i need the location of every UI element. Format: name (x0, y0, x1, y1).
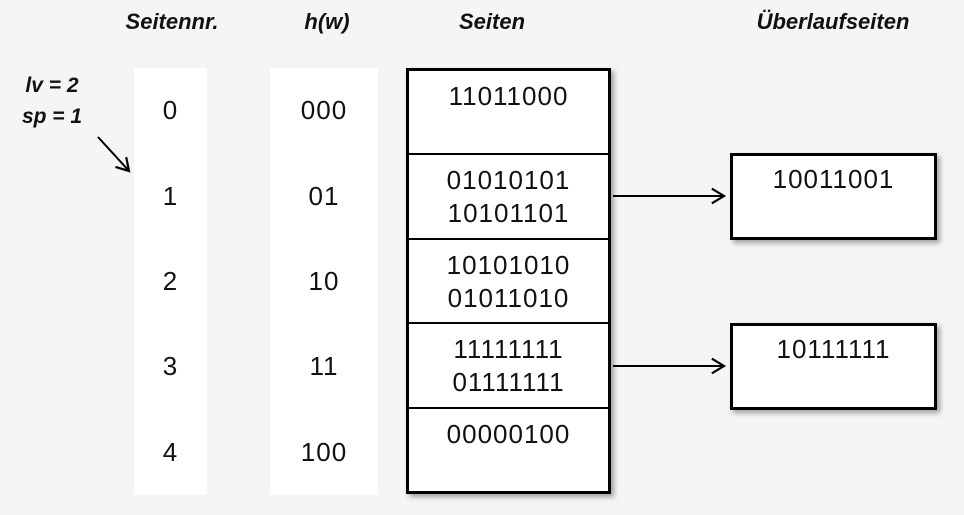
page-bucket-1: 01010101 10101101 (409, 155, 608, 240)
hw-value: 000 (300, 95, 348, 126)
split-pointer-arrow-icon (97, 136, 131, 173)
page-bucket-4: 00000100 (409, 409, 608, 491)
hw-value: 11 (309, 351, 339, 382)
record-value: 01010101 (446, 165, 571, 196)
column-header-seiten: Seiten (458, 9, 526, 34)
hw-column: 000 01 10 11 100 (270, 68, 378, 495)
seitennr-value: 3 (162, 351, 179, 382)
overflow-page-row3: 10111111 (730, 323, 937, 410)
seitennr-value: 1 (162, 180, 179, 211)
record-value: 01011010 (447, 282, 570, 313)
page-bucket-2: 10101010 01011010 (409, 240, 608, 325)
hw-value: 100 (300, 436, 348, 467)
page-bucket-0: 11011000 (409, 71, 608, 156)
record-value: 10101101 (447, 198, 570, 229)
record-value: 11111111 (453, 334, 564, 365)
hw-value: 10 (308, 266, 340, 297)
level-value: lv = 2 (25, 74, 79, 97)
hw-value: 01 (308, 180, 340, 211)
record-value: 11011000 (448, 81, 569, 111)
column-header-hw: h(w) (304, 9, 350, 34)
record-value: 00000100 (446, 418, 571, 449)
column-header-seitennr: Seitennr. (125, 9, 219, 34)
record-value: 10011001 (772, 164, 895, 194)
seitennr-value: 4 (162, 436, 179, 467)
overflow-page-row1: 10011001 (730, 153, 937, 240)
record-value: 10101010 (446, 249, 571, 280)
seiten-page-stack: 11011000 01010101 10101101 10101010 0101… (406, 68, 611, 494)
split-pointer-value: sp = 1 (21, 105, 83, 128)
seitennr-column: 0 1 2 3 4 (134, 68, 207, 495)
record-value: 10111111 (776, 334, 891, 364)
seitennr-value: 2 (162, 266, 179, 297)
column-header-ueberlaufseiten: Überlaufseiten (756, 9, 910, 34)
seitennr-value: 0 (162, 95, 179, 126)
state-annotation: lv = 2 sp = 1 (10, 70, 94, 132)
page-bucket-3: 11111111 01111111 (409, 324, 608, 409)
record-value: 01111111 (452, 367, 565, 398)
